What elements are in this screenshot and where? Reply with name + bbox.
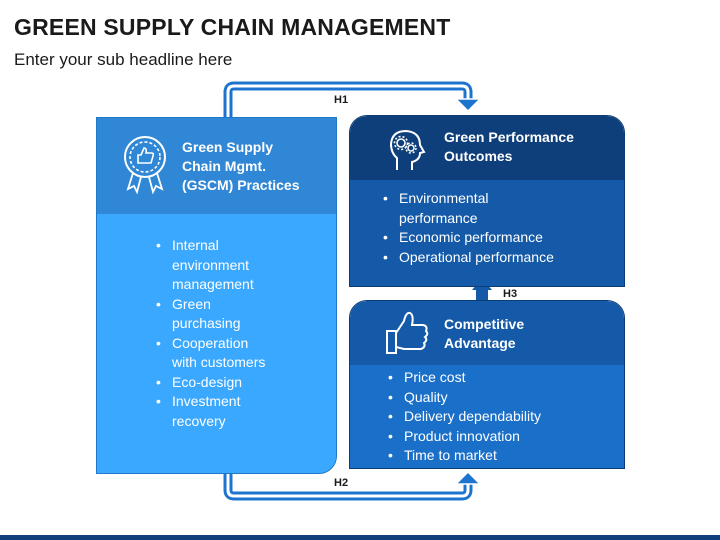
- advantage-list: Price cost Quality Delivery dependabilit…: [388, 368, 588, 466]
- h1-arrowhead: [454, 98, 482, 113]
- thumbs-up-icon: [386, 311, 429, 354]
- performance-body: Environmental performance Economic perfo…: [350, 180, 624, 286]
- gscm-title: Green Supply Chain Mgmt. (GSCM) Practice…: [182, 138, 299, 195]
- page-subtitle: Enter your sub headline here: [14, 50, 233, 69]
- performance-list: Environmental performance Economic perfo…: [383, 189, 583, 267]
- list-item: Investment recovery: [156, 392, 266, 431]
- list-item: Green purchasing: [156, 295, 266, 334]
- performance-header: Green Performance Outcomes: [350, 116, 624, 180]
- performance-title-line: Outcomes: [444, 148, 513, 164]
- page-title: GREEN SUPPLY CHAIN MANAGEMENT: [14, 14, 451, 40]
- h3-label: H3: [503, 288, 518, 300]
- list-item: Operational performance: [383, 248, 583, 268]
- h1-label: H1: [334, 94, 349, 106]
- advantage-card: Competitive Advantage Price cost Quality…: [349, 300, 625, 469]
- h2-arrowhead: [454, 470, 482, 485]
- gscm-header: Green Supply Chain Mgmt. (GSCM) Practice…: [97, 118, 336, 214]
- gscm-title-line: Green Supply: [182, 139, 274, 155]
- list-item: Internal environment management: [156, 236, 266, 295]
- list-item: Quality: [388, 388, 588, 408]
- footer-bar: [0, 535, 720, 540]
- list-item: Environmental performance: [383, 189, 509, 228]
- list-item: Eco-design: [156, 373, 266, 393]
- h2-label: H2: [334, 477, 349, 489]
- gscm-list: Internal environment management Green pu…: [156, 236, 266, 431]
- gscm-body: Internal environment management Green pu…: [97, 214, 336, 473]
- list-item: Delivery dependability: [388, 407, 588, 427]
- advantage-title-line: Competitive: [444, 316, 525, 332]
- list-item: Time to market: [388, 446, 588, 466]
- performance-title: Green Performance Outcomes: [444, 128, 574, 166]
- advantage-title-line: Advantage: [444, 335, 516, 351]
- advantage-title: Competitive Advantage: [444, 315, 524, 353]
- list-item: Economic performance: [383, 228, 583, 248]
- gscm-title-line: (GSCM) Practices: [182, 177, 300, 193]
- gscm-card: Green Supply Chain Mgmt. (GSCM) Practice…: [96, 117, 337, 474]
- list-item: Cooperation with customers: [156, 334, 266, 373]
- performance-title-line: Green Performance: [444, 129, 574, 145]
- gscm-title-line: Chain Mgmt.: [182, 158, 266, 174]
- performance-card: Green Performance Outcomes Environmental…: [349, 115, 625, 287]
- advantage-header: Competitive Advantage: [350, 301, 624, 365]
- award-thumbs-up-icon: [124, 136, 166, 195]
- list-item: Price cost: [388, 368, 588, 388]
- head-gears-icon: [389, 129, 426, 170]
- list-item: Product innovation: [388, 427, 588, 447]
- advantage-body: Price cost Quality Delivery dependabilit…: [350, 365, 624, 468]
